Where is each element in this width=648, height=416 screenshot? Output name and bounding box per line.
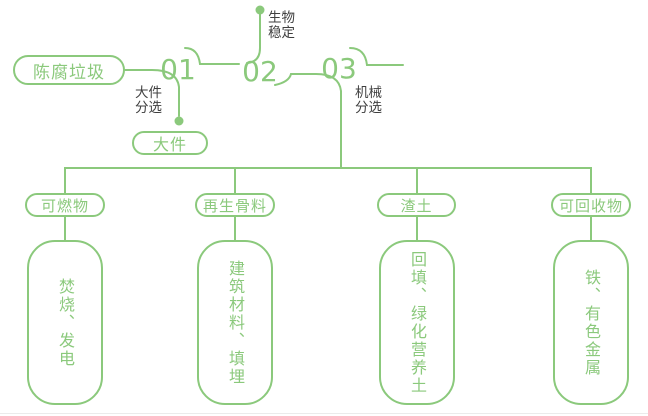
wire-branch-bus — [64, 167, 592, 194]
category-pill-recyclable: 可回收物 — [551, 193, 631, 217]
step-2-number: 02 — [242, 55, 278, 88]
step-3-label: 机械 分选 — [355, 85, 382, 116]
wire-step3-out — [349, 47, 404, 66]
category-pill-label: 渣土 — [400, 196, 433, 215]
step-3-number: 03 — [321, 52, 357, 85]
category-pill-recycled-aggregate: 再生骨料 — [195, 193, 275, 217]
wire-root-to-step1 — [124, 69, 180, 117]
root-pill-label: 陈腐垃圾 — [33, 62, 105, 83]
bio-stem-dot — [255, 5, 265, 15]
wire-step1-to-step2 — [184, 47, 240, 65]
category-pill-slag-soil: 渣土 — [377, 193, 456, 217]
bulky-pill: 大件 — [132, 131, 208, 155]
output-box-text: 回填、绿化营养土 — [408, 250, 427, 395]
output-box-text: 焚烧、发电 — [56, 277, 75, 368]
output-box-combustible: 焚烧、发电 — [27, 240, 103, 405]
category-pill-combustible: 可燃物 — [25, 193, 105, 217]
wire-bio-stem — [246, 13, 261, 64]
output-box-text: 建筑材料、填埋 — [226, 259, 245, 386]
category-pill-label: 再生骨料 — [202, 196, 267, 215]
output-box-text: 铁、有色金属 — [582, 268, 601, 377]
root-pill: 陈腐垃圾 — [13, 55, 125, 85]
category-pill-label: 可回收物 — [558, 196, 623, 215]
bulky-stem-dot — [174, 116, 184, 126]
step-1-number: 01 — [160, 53, 196, 86]
output-box-recycled-aggregate: 建筑材料、填埋 — [197, 240, 273, 405]
wire-step2-to-step3 — [274, 73, 342, 169]
category-pill-label: 可燃物 — [40, 196, 89, 215]
output-box-slag-soil: 回填、绿化营养土 — [379, 240, 455, 405]
wire-pill-to-box — [64, 216, 592, 241]
bulky-pill-label: 大件 — [152, 135, 187, 154]
output-box-recyclable: 铁、有色金属 — [553, 240, 629, 405]
step-2-label: 生物 稳定 — [268, 10, 295, 41]
screenshot-bottom-edge — [0, 413, 648, 414]
step-1-label: 大件 分选 — [135, 85, 162, 116]
